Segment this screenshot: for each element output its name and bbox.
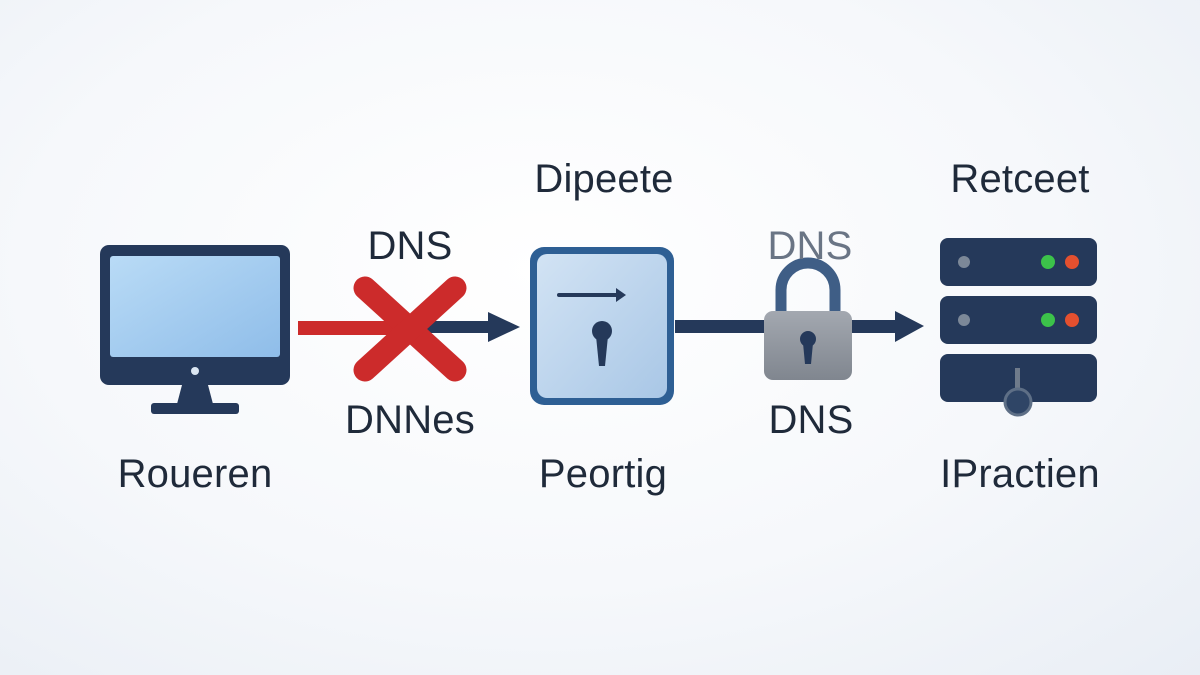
server-top-label: Retceet (950, 157, 1090, 201)
secure-link-bottom-label: DNS (768, 398, 854, 442)
gateway-top-label: Dipeete (534, 157, 674, 201)
keyhole-panel-icon (530, 247, 674, 405)
blocked-link-bottom-label: DNNes (345, 398, 475, 442)
padlock-icon (764, 257, 852, 380)
blocked-link-top-label: DNS (367, 224, 453, 268)
x-mark-icon (353, 276, 467, 382)
server-bottom-label: IPractien (940, 452, 1100, 496)
gateway-bottom-label: Peortig (538, 452, 668, 496)
secure-link-top-label: DNS (767, 224, 853, 268)
monitor-icon (100, 245, 290, 414)
server-rack-icon (940, 238, 1097, 417)
monitor-label: Roueren (117, 452, 273, 496)
